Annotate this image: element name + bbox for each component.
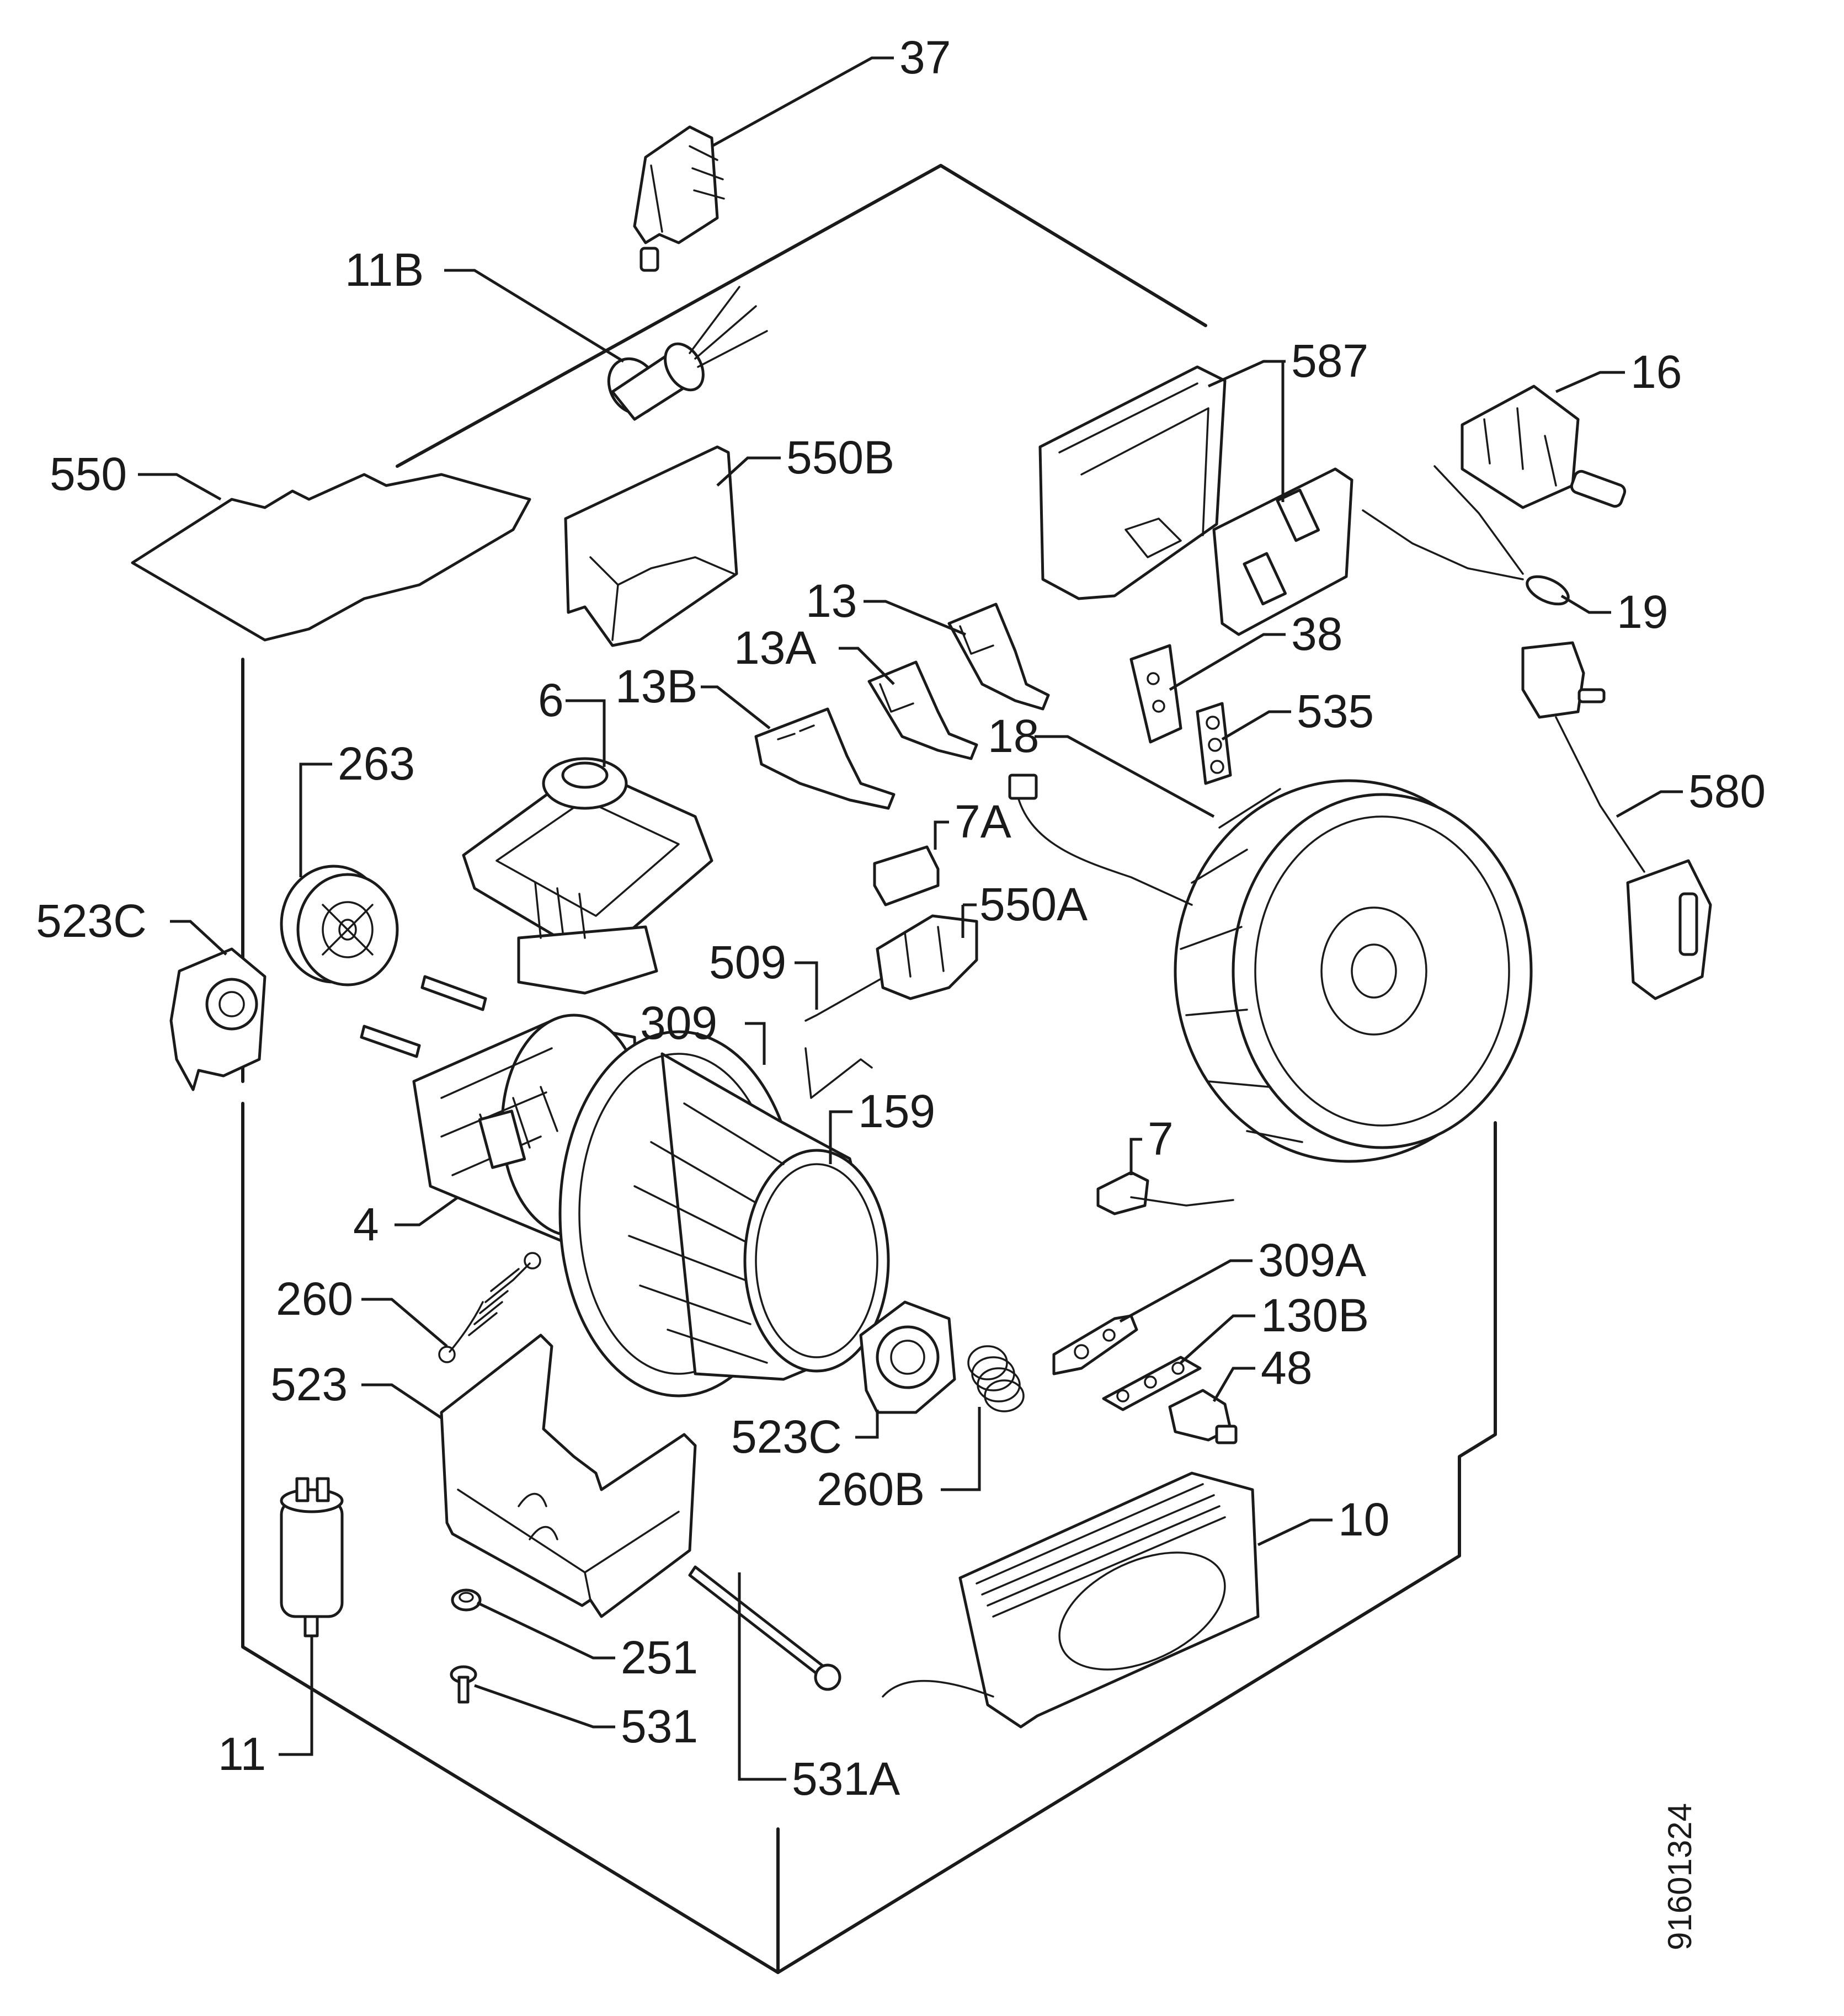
label-13b: 13B bbox=[615, 660, 697, 712]
part-11-capacitor bbox=[280, 1477, 344, 1638]
label-37: 37 bbox=[899, 31, 951, 83]
drawing-number: 91601324 bbox=[1661, 1803, 1698, 1950]
label-130b: 130B bbox=[1261, 1289, 1369, 1341]
part-251-grommet bbox=[451, 1588, 482, 1612]
label-263: 263 bbox=[338, 738, 415, 790]
label-531: 531 bbox=[621, 1700, 698, 1752]
part-11b-capacitor bbox=[607, 286, 768, 421]
part-7a-microswitch bbox=[873, 845, 940, 906]
label-4: 4 bbox=[353, 1198, 379, 1250]
label-10: 10 bbox=[1338, 1494, 1389, 1545]
part-531-screw bbox=[450, 1665, 477, 1704]
label-523c-top: 523C bbox=[36, 895, 147, 947]
label-251: 251 bbox=[621, 1631, 698, 1683]
label-16: 16 bbox=[1630, 346, 1682, 398]
part-550a-clip bbox=[876, 914, 978, 1000]
label-309: 309 bbox=[640, 997, 717, 1049]
part-260-spring bbox=[438, 1252, 541, 1363]
label-159: 159 bbox=[858, 1085, 935, 1137]
label-19: 19 bbox=[1617, 586, 1668, 638]
part-260b-spring bbox=[967, 1345, 1025, 1412]
label-550a: 550A bbox=[979, 878, 1088, 930]
label-523: 523 bbox=[270, 1358, 348, 1410]
label-7: 7 bbox=[1148, 1113, 1174, 1165]
part-535-terminal-strip bbox=[1196, 702, 1232, 785]
label-18: 18 bbox=[988, 710, 1039, 762]
part-523c-bracket-left bbox=[169, 947, 267, 1091]
label-523c-bottom: 523C bbox=[731, 1411, 842, 1463]
part-13b-connector bbox=[754, 707, 896, 810]
part-13a-connector bbox=[867, 660, 978, 760]
part-6-pump bbox=[462, 757, 713, 995]
part-580-sensor-assembly bbox=[1521, 641, 1712, 1000]
label-260: 260 bbox=[276, 1273, 353, 1325]
label-309a: 309A bbox=[1258, 1234, 1366, 1286]
part-labels: 37 11B 550 550B 587 16 19 13 13A 13B 38 … bbox=[36, 31, 1766, 1950]
part-13-connector bbox=[947, 602, 1050, 711]
part-37-switch-block bbox=[633, 125, 725, 272]
part-587-control-module bbox=[1038, 365, 1353, 636]
label-580: 580 bbox=[1688, 765, 1766, 817]
label-13: 13 bbox=[806, 575, 857, 627]
label-48: 48 bbox=[1261, 1342, 1312, 1394]
part-309a-bracket bbox=[1052, 1314, 1138, 1375]
part-16-rotary-switch bbox=[1461, 385, 1627, 509]
label-550b: 550B bbox=[786, 431, 894, 483]
cabinet-outline bbox=[241, 164, 1497, 1974]
part-130b-plate bbox=[1102, 1356, 1202, 1411]
label-11b: 11B bbox=[345, 244, 424, 296]
label-587: 587 bbox=[1291, 335, 1368, 387]
part-19-sensor bbox=[1362, 465, 1570, 606]
label-535: 535 bbox=[1297, 685, 1374, 737]
part-18-fan-wheel bbox=[1008, 774, 1533, 1163]
part-550b-duct bbox=[564, 445, 738, 647]
part-10-heater bbox=[882, 1471, 1260, 1729]
label-260b: 260B bbox=[817, 1463, 925, 1515]
part-523-cradle bbox=[440, 1334, 697, 1618]
part-48-thermostat bbox=[1168, 1389, 1238, 1444]
label-509: 509 bbox=[709, 936, 786, 988]
part-550-cover-plate bbox=[131, 473, 531, 642]
label-550: 550 bbox=[50, 448, 127, 500]
part-523c-bracket-right bbox=[859, 1300, 956, 1414]
leader-lines bbox=[138, 56, 1683, 1781]
label-13a: 13A bbox=[734, 622, 816, 674]
label-38: 38 bbox=[1291, 608, 1342, 660]
label-6: 6 bbox=[538, 674, 564, 726]
label-7a: 7A bbox=[955, 796, 1011, 847]
part-38-board bbox=[1129, 644, 1182, 744]
label-11: 11 bbox=[218, 1728, 266, 1780]
part-159-drum-fan bbox=[558, 1030, 890, 1398]
part-531a-bolt bbox=[688, 1565, 841, 1691]
part-509-wire bbox=[804, 978, 881, 1099]
part-263-pulley bbox=[280, 865, 399, 986]
part-7-microswitch bbox=[1096, 1171, 1234, 1215]
label-531a: 531A bbox=[792, 1753, 900, 1805]
